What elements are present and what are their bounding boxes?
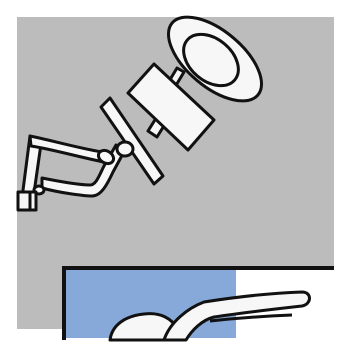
mounting-plate [99, 96, 165, 186]
camera-head [126, 62, 216, 152]
wall-mount [16, 190, 38, 212]
monitor-bezel [62, 266, 334, 340]
surgical-lamp [166, 15, 264, 103]
pointing-arm [108, 290, 311, 342]
articulated-arm [20, 134, 135, 202]
